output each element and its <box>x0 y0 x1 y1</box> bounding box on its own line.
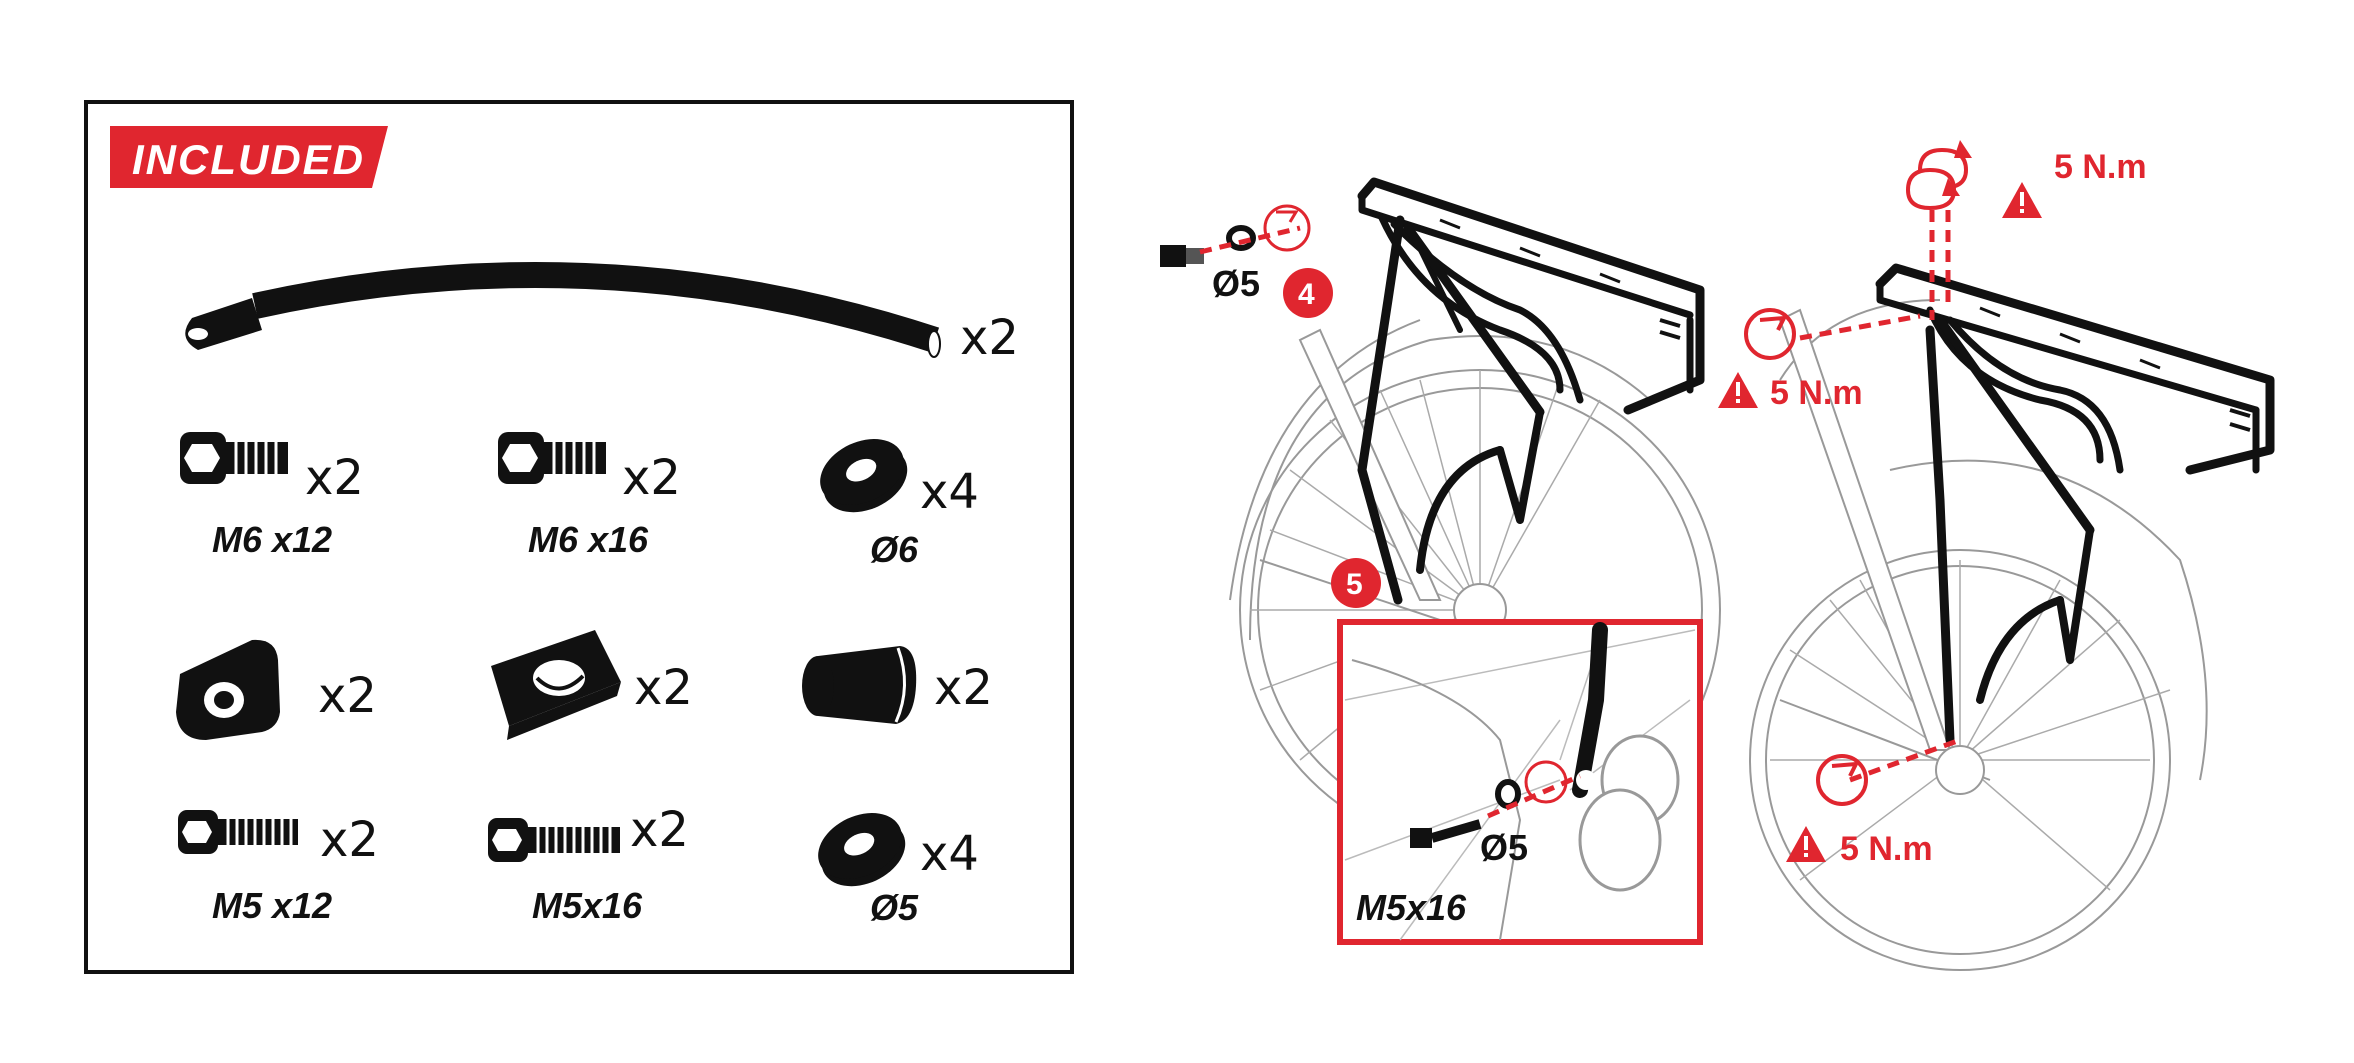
warning-icon <box>2002 182 2042 218</box>
item-qty: x2 <box>320 812 379 868</box>
bolt-size-label: M5x16 <box>1356 887 1467 928</box>
bolt-icon <box>498 432 606 484</box>
step-badge: 4 <box>1283 268 1333 318</box>
torque-wrench-markers <box>1744 140 1972 806</box>
step-number: 5 <box>1346 568 1363 601</box>
item-qty: x4 <box>920 826 979 882</box>
warning-icon <box>1786 826 1826 862</box>
torque-label: 5 N.m <box>1770 374 1863 412</box>
torque-illustration: 5 N.m 5 N.m 5 N.m <box>1718 140 2275 971</box>
torque-label: 5 N.m <box>2054 148 2147 186</box>
detail-inset: Ø5 M5x16 <box>1337 619 1703 945</box>
included-header: INCLUDED <box>132 136 365 183</box>
item-qty: x2 <box>305 450 364 506</box>
assembly-step-illustration: Ø5 4 5 Ø5 M5x16 <box>1160 177 1721 945</box>
spacer-block-icon <box>176 639 280 740</box>
item-qty: x2 <box>634 660 693 716</box>
item-qty: x2 <box>318 668 377 724</box>
bike-wheel-illustration <box>1229 319 1721 851</box>
washer-size-label: Ø5 <box>1480 827 1528 868</box>
step-number: 4 <box>1298 278 1315 311</box>
washer-size-label: Ø5 <box>1212 263 1260 304</box>
item-caption: M5x16 <box>532 885 643 926</box>
mounting-hardware-top <box>1160 204 1311 267</box>
bolt-icon <box>178 810 298 854</box>
rear-rack-illustration <box>1357 177 1705 605</box>
step-badge: 5 <box>1331 558 1381 608</box>
item-qty: x4 <box>920 464 979 520</box>
rear-rack-illustration <box>1875 263 2275 745</box>
item-caption: M6 x12 <box>212 519 332 560</box>
included-panel: INCLUDED x2 x2 M6 x12 x2 M6 x16 <box>84 100 1074 974</box>
item-caption: M5 x12 <box>212 885 332 926</box>
item-qty: x2 <box>630 802 689 858</box>
item-caption: M6 x16 <box>528 519 649 560</box>
bike-wheel-illustration <box>1749 299 2208 971</box>
warning-icon <box>1718 372 1758 408</box>
bolt-icon <box>180 432 288 484</box>
washer-icon <box>818 813 906 887</box>
bolt-icon <box>488 818 620 862</box>
washer-icon <box>820 439 908 513</box>
clamp-block-icon <box>491 630 621 740</box>
cable-icon <box>185 261 941 358</box>
item-caption: Ø6 <box>870 529 919 570</box>
end-cap-icon <box>802 646 917 724</box>
item-caption: Ø5 <box>870 887 919 928</box>
item-qty: x2 <box>622 450 681 506</box>
item-qty: x2 <box>934 660 993 716</box>
torque-label: 5 N.m <box>1840 830 1933 868</box>
item-qty: x2 <box>960 310 1019 366</box>
included-header-badge <box>110 126 388 188</box>
